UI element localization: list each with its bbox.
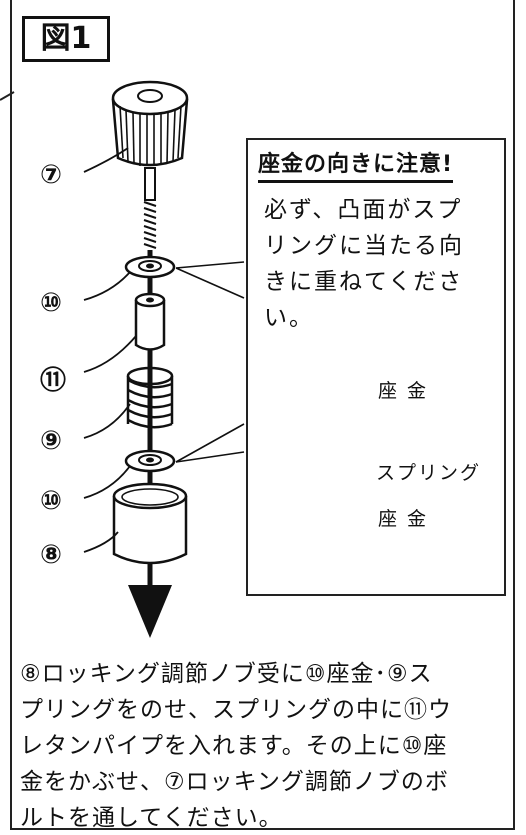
callout-text-line: リングに当たる向: [264, 233, 464, 259]
callout-text-line: きに重ねてくださ: [264, 269, 464, 295]
part-number-spring: ⑨: [40, 426, 63, 456]
urethane-pipe-part: [134, 292, 166, 351]
callout-text-line: 必ず、凸面がスプ: [264, 197, 463, 223]
caption-line: プリングをのせ、スプリングの中に⑪ウ: [20, 697, 452, 723]
corner-leader-line: [0, 91, 15, 101]
figure-frame: [10, 0, 515, 830]
callout-text-line: い。: [264, 305, 314, 331]
knob-part: [111, 80, 189, 249]
spring-part: [126, 366, 174, 429]
part-number-washer-upper: ⑩: [40, 288, 63, 318]
lower-washer-part: [124, 449, 176, 473]
part-number-knob: ⑦: [40, 160, 63, 190]
caption-line: レタンパイプを入れます。その上に⑩座: [20, 733, 448, 759]
callout-leader-lines: [175, 261, 245, 463]
part-number-pipe: ⑪: [40, 366, 67, 396]
upper-washer-part: [124, 255, 176, 279]
figure-label: 図1: [22, 16, 110, 62]
callout-box: [246, 138, 506, 596]
knob-receiver-part: [112, 482, 188, 565]
callout-title: 座金の向きに注意!: [258, 146, 454, 183]
part-number-washer-lower: ⑩: [40, 486, 63, 516]
caption-line: ルトを通してください。: [20, 805, 283, 831]
inset-label-spring: スプリング: [376, 462, 482, 484]
inset-label-washer-bottom: 座 金: [378, 508, 429, 530]
assembly-direction-arrow: [128, 585, 172, 638]
part-leader-lines: [83, 147, 137, 553]
caption-line: 金をかぶせ、⑦ロッキング調節ノブのボ: [20, 769, 449, 795]
part-number-receiver: ⑧: [40, 540, 63, 570]
caption-line: ⑧ロッキング調節ノブ受に⑩座金･⑨ス: [20, 661, 433, 687]
inset-label-washer-top: 座 金: [378, 380, 429, 402]
